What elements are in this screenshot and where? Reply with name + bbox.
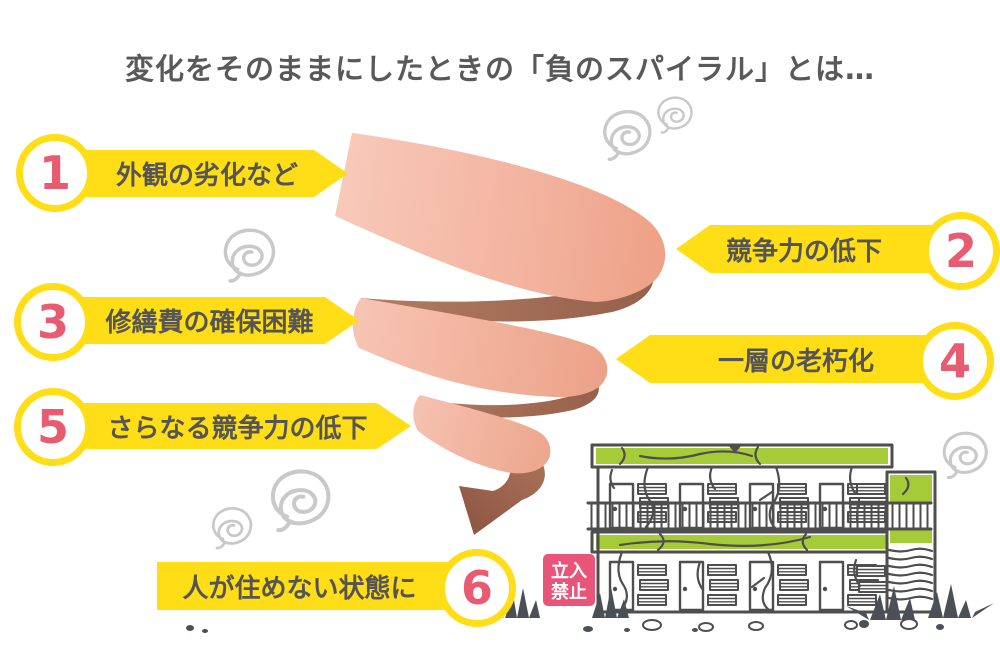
- no-entry-sign-line2: 禁止: [551, 581, 587, 603]
- step-5-label-band: さらなる競争力の低下: [78, 403, 411, 449]
- no-entry-sign-line1: 立入: [551, 560, 587, 582]
- stair-tower: [885, 470, 937, 614]
- grass-tufts: [487, 584, 994, 620]
- step-1-label: 外観の劣化など: [115, 161, 298, 191]
- step-5-label: さらなる競争力の低下: [107, 413, 368, 444]
- page-title: 変化をそのままにしたときの「負のスパイラル」とは…: [124, 52, 875, 86]
- step-6-number-badge: 6: [438, 549, 516, 627]
- step-3-label-band: 修繕費の確保困難: [78, 297, 359, 344]
- abandoned-building-illustration: 立入 禁止: [186, 443, 994, 633]
- step-6-label: 人が住めない状態に: [182, 573, 417, 604]
- step-4-label: 一層の老朽化: [717, 346, 874, 377]
- step-2-number-badge: 2: [922, 212, 1000, 290]
- negative-spiral-arrow-icon: [335, 133, 666, 535]
- scribble-doodle-icon: [942, 431, 988, 480]
- step-6-number: 6: [460, 561, 493, 615]
- step-3-number-badge: 3: [14, 283, 92, 361]
- step-4-label-band: 一層の老朽化: [616, 335, 960, 383]
- scribble-doodle-icon: [223, 228, 276, 283]
- step-4-number-badge: 4: [916, 322, 994, 400]
- scribble-doodle-icon: [273, 471, 329, 530]
- no-entry-sign: 立入 禁止: [543, 554, 595, 606]
- step-3-label: 修繕費の確保困難: [105, 308, 314, 338]
- step-1-label-band: 外観の劣化など: [80, 150, 348, 197]
- step-3-number: 3: [36, 295, 69, 349]
- step-5-number: 5: [36, 400, 69, 454]
- scribble-doodle-icon: [657, 96, 693, 134]
- step-4-number: 4: [938, 334, 971, 388]
- step-1-number-badge: 1: [16, 134, 94, 212]
- step-2-number: 2: [944, 224, 977, 278]
- step-2-label: 競争力の低下: [725, 236, 882, 267]
- scribble-doodle-icon: [603, 110, 652, 161]
- scribble-doodle-icon: [211, 507, 253, 550]
- ground-pebbles: [186, 618, 944, 633]
- step-1-number: 1: [38, 146, 71, 200]
- step-2-label-band: 競争力の低下: [676, 225, 962, 273]
- step-5-number-badge: 5: [14, 388, 92, 466]
- balcony-railing: [586, 501, 933, 531]
